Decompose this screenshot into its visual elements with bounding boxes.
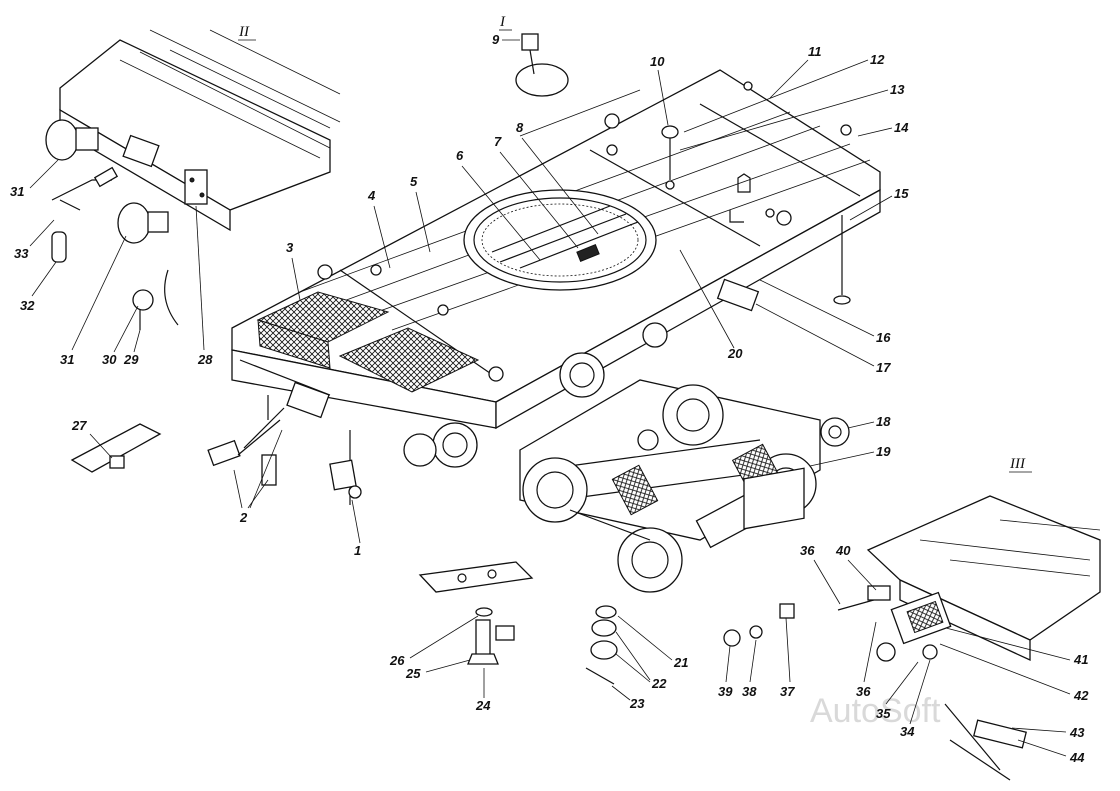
loose-parts [70, 33, 851, 685]
callout-40: 40 [835, 543, 851, 558]
callout-24: 24 [475, 698, 491, 713]
view-iii-end-assembly [837, 495, 1101, 781]
callout-11: 11 [808, 44, 822, 59]
callout-22: 22 [651, 676, 667, 691]
callout-20: 20 [727, 346, 743, 361]
view-ii-end-assembly [45, 29, 341, 330]
callout-26: 26 [389, 653, 405, 668]
callout-6: 6 [456, 148, 464, 163]
callout-4: 4 [367, 188, 376, 203]
callout-36-upper: 36 [800, 543, 815, 558]
section-label-i: I [499, 14, 506, 30]
section-label-iii: III [1009, 456, 1026, 472]
deck-fittings [317, 81, 852, 382]
callout-31-upper: 31 [10, 184, 24, 199]
callout-28: 28 [197, 352, 213, 367]
callout-2: 2 [239, 510, 248, 525]
callout-1: 1 [354, 543, 361, 558]
callout-21: 21 [673, 655, 688, 670]
callout-37: 37 [780, 684, 795, 699]
callout-12: 12 [870, 52, 885, 67]
callout-18: 18 [876, 414, 891, 429]
section-labels: II I III [238, 14, 1032, 473]
callouts: 1 2 3 4 5 6 7 8 9 10 11 12 13 14 15 16 1… [10, 32, 1089, 765]
watermark: AutoSoft [810, 692, 941, 730]
callout-3: 3 [286, 240, 294, 255]
callout-9: 9 [492, 32, 500, 47]
callout-15: 15 [894, 186, 909, 201]
callout-25: 25 [405, 666, 421, 681]
callout-16: 16 [876, 330, 891, 345]
callout-39: 39 [718, 684, 733, 699]
callout-17: 17 [876, 360, 891, 375]
callout-13: 13 [890, 82, 905, 97]
callout-23: 23 [629, 696, 645, 711]
callout-36-lower: 36 [856, 684, 871, 699]
end-platform-mesh [256, 291, 480, 393]
callout-30: 30 [102, 352, 117, 367]
callout-14: 14 [894, 120, 909, 135]
turntable-ring [463, 189, 657, 291]
callout-35: 35 [876, 706, 891, 721]
callout-43: 43 [1069, 725, 1085, 740]
callout-42: 42 [1073, 688, 1089, 703]
callout-41: 41 [1073, 652, 1088, 667]
callout-19: 19 [876, 444, 891, 459]
callout-8: 8 [516, 120, 524, 135]
callout-7: 7 [494, 134, 502, 149]
coupler-lever-assembly [207, 359, 362, 505]
callout-10: 10 [650, 54, 665, 69]
callout-38: 38 [742, 684, 757, 699]
callout-29: 29 [123, 352, 139, 367]
callout-5: 5 [410, 174, 418, 189]
brake-wheels [403, 322, 668, 468]
callout-31-lower: 31 [60, 352, 74, 367]
callout-44: 44 [1069, 750, 1085, 765]
section-label-ii: II [238, 24, 250, 40]
callout-33: 33 [14, 246, 29, 261]
callout-27: 27 [71, 418, 87, 433]
callout-32: 32 [20, 298, 35, 313]
callout-34: 34 [900, 724, 915, 739]
